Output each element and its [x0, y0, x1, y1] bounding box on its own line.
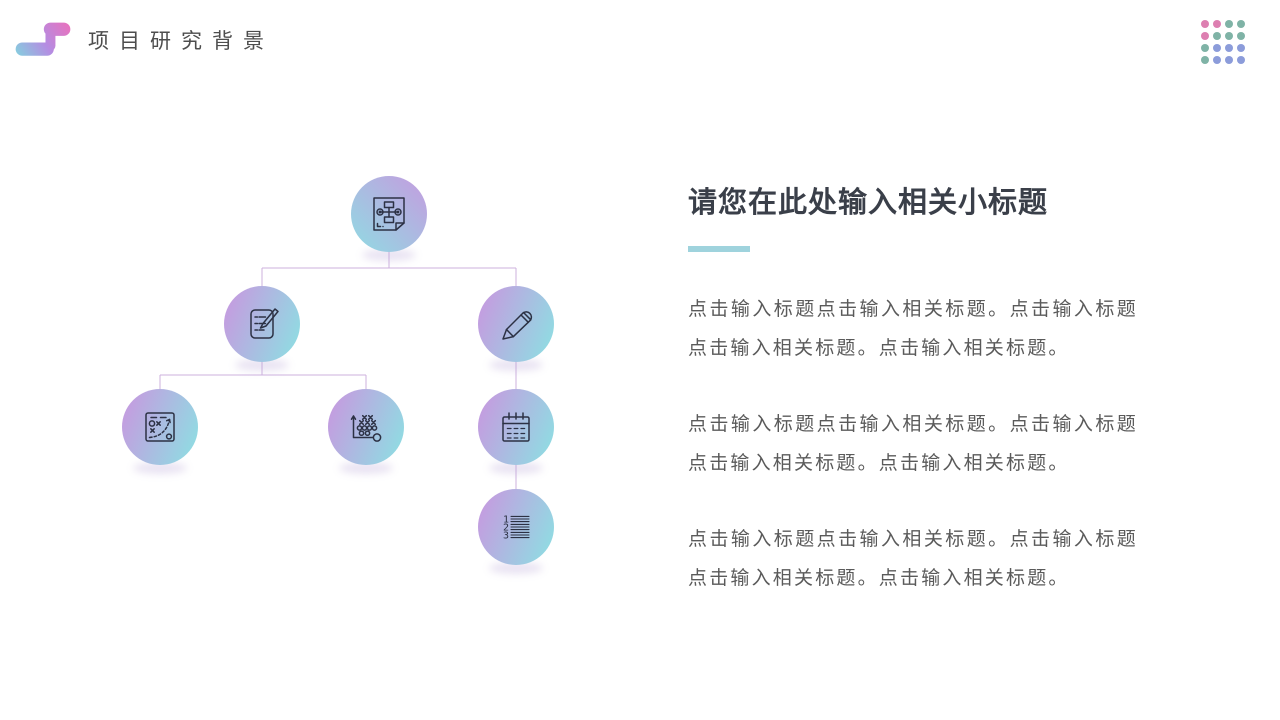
logo-icon [15, 22, 71, 56]
blue-dot [1213, 56, 1221, 64]
pink-dot [1201, 20, 1209, 28]
teal-dot [1237, 32, 1245, 40]
teal-dot [1225, 32, 1233, 40]
right-panel: 请您在此处输入相关小标题 点击输入标题点击输入相关标题。点击输入标题点击输入相关… [688, 186, 1138, 635]
svg-text:1: 1 [503, 515, 509, 526]
flowchart-document-icon [373, 197, 405, 231]
placeholder-paragraph: 点击输入标题点击输入相关标题。点击输入标题点击输入相关标题。点击输入相关标题。 [688, 299, 1138, 359]
heading-underline [688, 246, 750, 252]
node-shadows [133, 249, 543, 574]
strategy-board-icon [145, 412, 175, 442]
pink-dot [1213, 20, 1221, 28]
subtitle-heading: 请您在此处输入相关小标题 [688, 187, 1049, 219]
teal-dot [1213, 32, 1221, 40]
teal-dot [1201, 44, 1209, 52]
node-calendar [478, 389, 554, 465]
checklist-edit-icon [250, 308, 279, 339]
node-pencil [478, 286, 554, 362]
calendar-icon [502, 412, 530, 442]
blue-dot [1213, 44, 1221, 52]
blue-dot [1237, 56, 1245, 64]
connector-lines [159, 252, 517, 490]
page-title: 项目研究背景 [88, 29, 274, 53]
node-circles [122, 176, 554, 565]
dot-grid [1201, 20, 1249, 64]
xo-plot-icon [350, 414, 382, 442]
body-paragraphs: 点击输入标题点击输入相关标题。点击输入标题点击输入相关标题。点击输入相关标题。 … [688, 290, 1138, 598]
teal-dot [1225, 20, 1233, 28]
blue-dot [1225, 44, 1233, 52]
blue-dot [1237, 44, 1245, 52]
teal-dot [1237, 20, 1245, 28]
svg-text:3: 3 [503, 531, 509, 542]
blue-dot [1225, 56, 1233, 64]
placeholder-paragraph: 点击输入标题点击输入相关标题。点击输入标题点击输入相关标题。点击输入相关标题。 [688, 414, 1138, 474]
node-strategy [122, 389, 198, 465]
slide-header: 项目研究背景 [14, 20, 274, 60]
tree-diagram: 1 2 3 [0, 0, 640, 620]
placeholder-paragraph: 点击输入标题点击输入相关标题。点击输入标题点击输入相关标题。点击输入相关标题。 [688, 529, 1138, 589]
teal-dot [1201, 56, 1209, 64]
pencil-icon [502, 311, 533, 340]
svg-text:2: 2 [503, 523, 509, 534]
numbered-list-icon: 1 2 3 [503, 515, 530, 542]
pink-dot [1201, 32, 1209, 40]
